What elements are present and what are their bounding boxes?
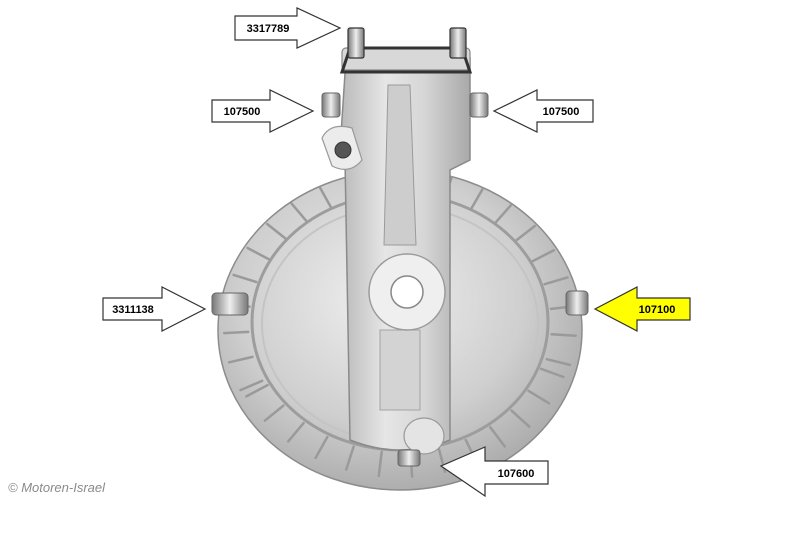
left-upper-plug [321, 92, 341, 118]
cooling-rib [265, 222, 287, 240]
callout-107600: 107600 [439, 446, 549, 498]
callout-arrow [234, 7, 342, 49]
cooling-rib [290, 202, 308, 223]
callout-3311138: 3311138 [102, 286, 207, 332]
right-side-plug [565, 290, 589, 316]
callout-3317789: 3317789 [234, 7, 342, 49]
cooling-rib [318, 186, 333, 209]
bottom-boss [403, 417, 445, 455]
callout-label: 3317789 [247, 23, 290, 35]
hub-bore [390, 275, 424, 309]
cooling-rib [543, 276, 569, 286]
top-bolt-right [449, 27, 467, 59]
cooling-rib [527, 389, 551, 405]
callout-arrow [102, 286, 207, 332]
callout-label: 107500 [224, 106, 261, 118]
cooling-rib [246, 246, 270, 261]
cooling-rib [239, 379, 264, 392]
cooling-rib [550, 332, 577, 337]
cooling-rib [545, 357, 572, 367]
watermark: © Motoren-Israel [8, 480, 105, 495]
cooling-rib [286, 421, 305, 443]
right-upper-plug [469, 92, 489, 118]
callout-107100-highlighted: 107100 [593, 286, 691, 332]
callout-label: 107100 [639, 304, 676, 316]
callout-label: 3311138 [112, 304, 154, 316]
bottom-plug [397, 449, 421, 467]
cooling-rib [489, 425, 506, 448]
callout-arrow [439, 446, 549, 498]
cooling-rib [232, 273, 258, 284]
cooling-rib [539, 367, 565, 379]
callout-107500-right: 107500 [492, 89, 594, 133]
bracket-hole [334, 141, 352, 159]
cooling-rib [494, 204, 513, 224]
cooling-rib [515, 224, 537, 242]
callout-107500-left: 107500 [211, 89, 315, 133]
cooling-rib [222, 330, 250, 335]
callout-arrow-highlighted [593, 286, 691, 332]
top-clamp [339, 46, 473, 74]
left-side-plug [211, 292, 249, 316]
cooling-rib [227, 355, 254, 364]
spine-groove [383, 84, 417, 246]
cooling-rib [314, 435, 329, 460]
callout-arrow [211, 89, 315, 133]
top-bolt-left [347, 27, 365, 59]
cooling-rib [245, 383, 269, 398]
final-drive-housing [211, 27, 589, 491]
cooling-rib [344, 445, 355, 471]
callout-label: 107500 [543, 106, 580, 118]
cooling-rib [510, 409, 531, 428]
spine-groove-lower [379, 329, 421, 411]
callout-label: 107600 [498, 468, 535, 480]
callout-arrow [492, 89, 594, 133]
cooling-rib [470, 187, 484, 210]
cooling-rib [263, 404, 285, 422]
cooling-rib [531, 249, 556, 263]
cooling-rib [377, 450, 383, 478]
